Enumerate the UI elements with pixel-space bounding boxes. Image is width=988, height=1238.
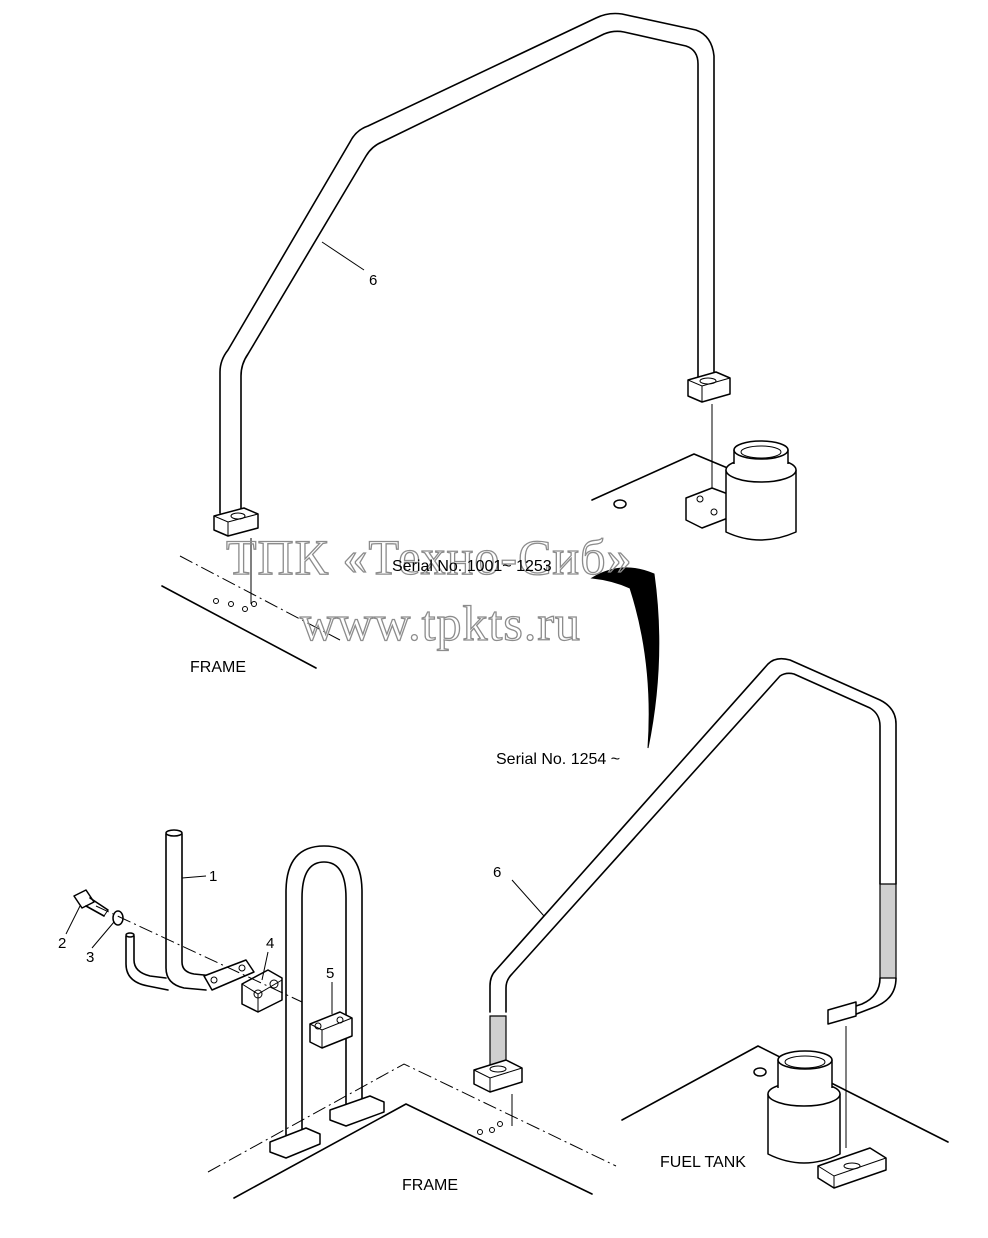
watermark: ТПК «Техно-Сиб» www.tpkts.ru xyxy=(225,528,633,651)
callout-3: 3 xyxy=(86,949,94,966)
fuel-tank-label: FUEL TANK xyxy=(660,1154,746,1171)
watermark-line-1: ТПК «Техно-Сиб» xyxy=(226,529,633,585)
serial-old-label: Serial No. 1001~ 1253 xyxy=(392,558,552,575)
callout-leaders xyxy=(65,241,545,1014)
handrail-parts-detail xyxy=(73,829,617,1199)
handrail-new-version xyxy=(473,567,949,1189)
serial-new-label: Serial No. 1254 ~ xyxy=(496,751,620,768)
callout-6-top: 6 xyxy=(369,272,377,289)
callout-4: 4 xyxy=(266,935,274,952)
callout-5: 5 xyxy=(326,965,334,982)
frame-label-bottom: FRAME xyxy=(402,1177,458,1194)
callout-6-bottom: 6 xyxy=(493,864,501,881)
handrail-old-version xyxy=(161,12,797,669)
frame-label-top: FRAME xyxy=(190,659,246,676)
watermark-line-2: www.tpkts.ru xyxy=(300,595,581,651)
callout-1: 1 xyxy=(209,868,217,885)
callout-2: 2 xyxy=(58,935,66,952)
